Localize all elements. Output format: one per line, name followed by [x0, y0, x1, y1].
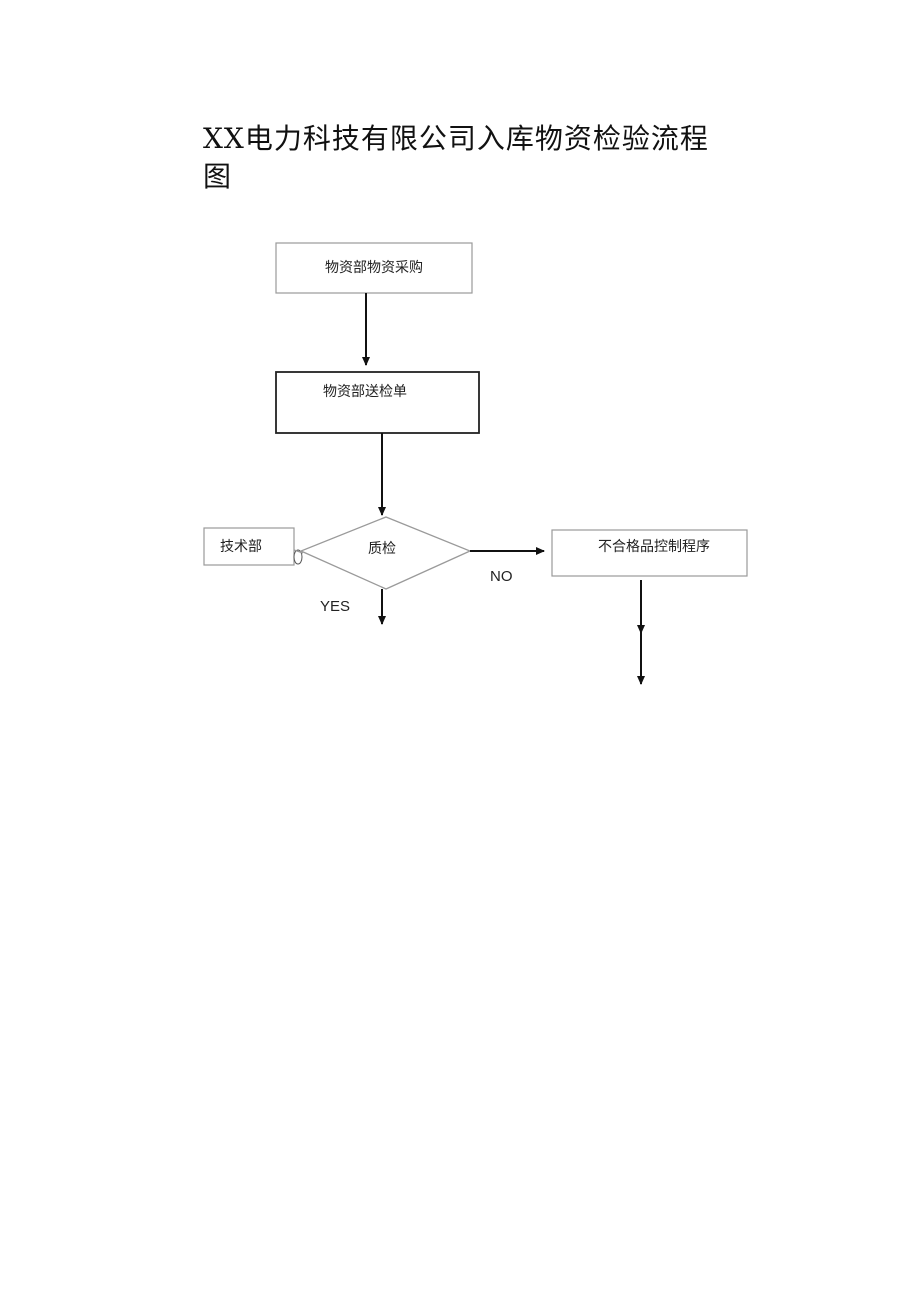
- no-label: NO: [490, 568, 513, 585]
- quality-check-label: 质检: [368, 541, 396, 557]
- nonconforming-node: 不合格品控制程序: [551, 529, 748, 577]
- tech-dept-node: 技术部: [203, 527, 295, 566]
- tech-dept-label: 技术部: [220, 539, 262, 555]
- inspection-slip-node: 物资部送检单: [275, 371, 480, 434]
- quality-check-decision: 质检: [299, 516, 472, 590]
- page-title: XX电力科技有限公司入库物资检验流程图: [203, 122, 709, 193]
- purchase-label: 物资部物资采购: [325, 260, 423, 276]
- nonconforming-label: 不合格品控制程序: [598, 539, 710, 555]
- link-tech-to-check: [293, 549, 304, 554]
- yes-label: YES: [320, 598, 350, 615]
- inspection-slip-label: 物资部送检单: [323, 384, 407, 400]
- purchase-node: 物资部物资采购: [275, 242, 473, 294]
- connector-knob: [293, 549, 303, 565]
